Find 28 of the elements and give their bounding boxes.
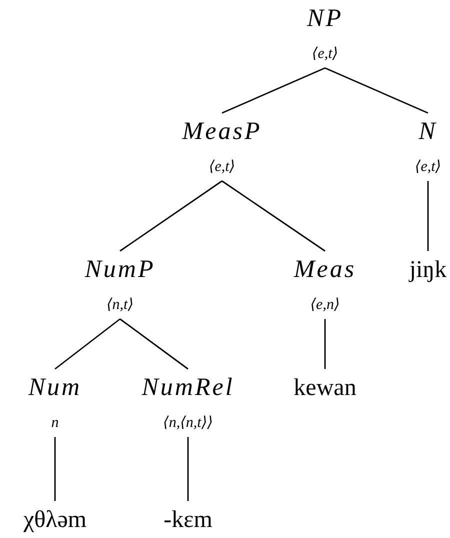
category-label: Num bbox=[28, 373, 82, 403]
word-text: jiŋk bbox=[409, 256, 447, 285]
category-label: N bbox=[418, 117, 438, 147]
semantic-type: ⟨e,t⟩ bbox=[312, 45, 338, 64]
category-label: NP bbox=[307, 4, 343, 34]
tree-branch bbox=[187, 437, 189, 501]
category-label: MeasP bbox=[182, 117, 262, 147]
word-text: kewan bbox=[294, 374, 356, 403]
tree-branch bbox=[324, 319, 326, 369]
tree-branch bbox=[120, 180, 222, 252]
word-text: χθλəm bbox=[23, 506, 87, 535]
tree-branch bbox=[427, 181, 429, 251]
category-label: NumP bbox=[84, 255, 156, 285]
tree-branch bbox=[222, 67, 326, 114]
category-label: NumRel bbox=[142, 373, 234, 403]
semantic-type: ⟨n,⟨n,t⟩⟩ bbox=[162, 414, 214, 433]
word-text: -kɛm bbox=[164, 506, 212, 535]
tree-branch bbox=[120, 318, 188, 370]
tree-branch bbox=[324, 67, 428, 114]
tree-branch bbox=[54, 437, 56, 501]
category-label: Meas bbox=[294, 255, 356, 285]
tree-branch bbox=[54, 318, 120, 370]
semantic-type: ⟨n,t⟩ bbox=[106, 296, 134, 315]
semantic-type: ⟨e,n⟩ bbox=[310, 296, 340, 315]
semantic-type: ⟨e,t⟩ bbox=[414, 158, 442, 177]
semantic-type: n bbox=[51, 414, 59, 433]
semantic-type: ⟨e,t⟩ bbox=[208, 158, 236, 177]
tree-branch bbox=[222, 180, 326, 252]
